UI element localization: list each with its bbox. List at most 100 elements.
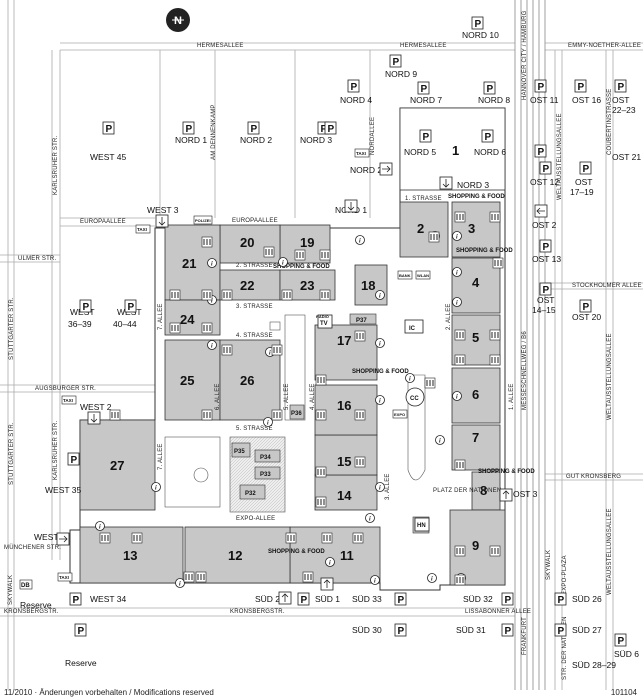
street-augsburger: AUGSBURGER STR. [35, 386, 96, 392]
hall-16[interactable] [314, 384, 378, 436]
street-allee-7a: 7. ALLEE [158, 303, 164, 330]
info-icon: i [452, 267, 462, 277]
street-muenchener: MÜNCHENER STR. [4, 544, 61, 551]
svg-text:i: i [439, 439, 441, 445]
hall-1[interactable] [399, 107, 506, 191]
parking-p-letter: P [301, 595, 308, 606]
parking-p-icon: P [614, 79, 627, 93]
parking-p-letter: P [186, 124, 193, 135]
hall-number-26: 26 [240, 373, 254, 388]
taxi-label-west1: TAXI [59, 575, 69, 580]
shopping-food-17: SHOPPING & FOOD [352, 369, 409, 375]
info-icon: i [452, 231, 462, 241]
db-label: DB [21, 583, 30, 589]
hall-number-3: 3 [468, 221, 475, 236]
parking-p-icon: P [614, 633, 627, 647]
hall-25[interactable] [164, 339, 221, 421]
hall-entrance-icon [281, 289, 293, 301]
parking-p-icon: P [419, 129, 432, 143]
hall-27[interactable] [79, 419, 156, 511]
parking-ost21: OST 21 [612, 152, 641, 162]
street-coubertin: COUBERTINSTRASSE [607, 89, 613, 155]
hall-number-13: 13 [123, 548, 137, 563]
hall-entrance-icon [454, 574, 466, 586]
hall-number-15: 15 [337, 454, 351, 469]
parking-nord6: NORD 6 [474, 147, 506, 157]
svg-text:i: i [456, 235, 458, 241]
hall-3[interactable] [451, 201, 501, 258]
shopping-food-8: SHOPPING & FOOD [478, 469, 535, 475]
info-icon: i [375, 290, 385, 300]
hall-17[interactable] [314, 324, 378, 381]
street-stuttgarter-n: STUTTGARTER STR. [9, 297, 15, 360]
parking-p-icon: P [539, 239, 552, 253]
hall-22[interactable] [219, 269, 281, 301]
gate-nord3: NORD 3 [457, 180, 489, 190]
parking-p-letter: P [487, 84, 494, 95]
facility-labels: CC IC HN TV RADIO BANK WLAN TAXI TAXI TA… [19, 148, 431, 590]
parking-p-letter: P [505, 595, 512, 606]
info-icon: i [263, 417, 273, 427]
hall-number-24: 24 [180, 312, 195, 327]
info-icon: i [427, 573, 437, 583]
svg-text:i: i [409, 377, 411, 383]
hall-entrance-icon [302, 571, 314, 583]
hall-number-23: 23 [300, 278, 314, 293]
parking-p-letter: P [421, 84, 428, 95]
hall-entrance-icon [271, 409, 283, 421]
parking-p-letter: P [393, 57, 400, 68]
parking-p-icon: P [483, 81, 496, 95]
parking-nord4: NORD 4 [340, 95, 372, 105]
parking-nord7: NORD 7 [410, 95, 442, 105]
parking-ost20: OST 20 [572, 312, 601, 322]
parking-p-icon: P [102, 121, 115, 135]
svg-text:i: i [211, 344, 213, 350]
hall-number-1: 1 [452, 143, 459, 158]
parking-sued27: SÜD 27 [572, 625, 602, 635]
svg-text:i: i [374, 579, 376, 585]
parking-p-letter: P [485, 132, 492, 143]
parking-p-letter: P [543, 242, 550, 253]
hall-number-20: 20 [240, 235, 254, 250]
taxi-label-west2: TAXI [63, 398, 73, 403]
gate-ost2: OST 2 [532, 220, 557, 230]
hall-entrance-icon [271, 344, 283, 356]
street-kronsberg-c: KRONSBERGSTR. [230, 609, 285, 615]
hall-entrance-icon [492, 257, 504, 269]
parking-p-icon: P [389, 54, 402, 68]
parking-sued33: SÜD 33 [352, 594, 382, 604]
parking-p-letter: P [558, 626, 565, 637]
hall-13[interactable] [79, 526, 184, 584]
parking-p-icon: P [554, 592, 567, 606]
parking-sued30: SÜD 30 [352, 625, 382, 635]
parking-ost22: OST [612, 95, 629, 105]
wlan-label: WLAN [417, 273, 429, 278]
parking-p-icon: P [247, 121, 260, 135]
info-icon: i [207, 340, 217, 350]
street-skywalk-e: SKYWALK [546, 550, 552, 580]
street-stockholmer: STOCKHOLMER ALLEE [572, 283, 642, 289]
street-weltausstellung-s: WELTAUSSTELLUNGSALLEE [607, 508, 613, 595]
parking-p35: P35 [234, 449, 245, 455]
parking-west34: WEST 34 [90, 594, 126, 604]
hall-entrance-icon [315, 374, 327, 386]
street-platz-der-nationen-label: PLATZ DER NATIONEN [433, 488, 501, 494]
hall-entrance-icon [294, 249, 306, 261]
hall-entrance-icon [195, 571, 207, 583]
hall-number-14: 14 [337, 488, 352, 503]
info-icon: i [375, 338, 385, 348]
hall-2[interactable] [399, 201, 449, 258]
gate-sued1: SÜD 1 [315, 594, 340, 604]
parking-p-icon: P [579, 161, 592, 175]
compass-north-label: N [174, 15, 182, 27]
hall-number-22: 22 [240, 278, 254, 293]
parking-p-icon: P [394, 623, 407, 637]
parking-ost12: OST 12 [530, 177, 559, 187]
parking-sued6: SÜD 6 [614, 649, 639, 659]
parking-p-icon: P [481, 129, 494, 143]
parking-p-letter: P [583, 164, 590, 175]
parking-p-icon: P [297, 592, 310, 606]
street-name-labels: HERMESALLEE HERMESALLEE EMMY-NOETHER-ALL… [4, 10, 642, 680]
parking-nord8: NORD 8 [478, 95, 510, 105]
info-icon: i [375, 395, 385, 405]
